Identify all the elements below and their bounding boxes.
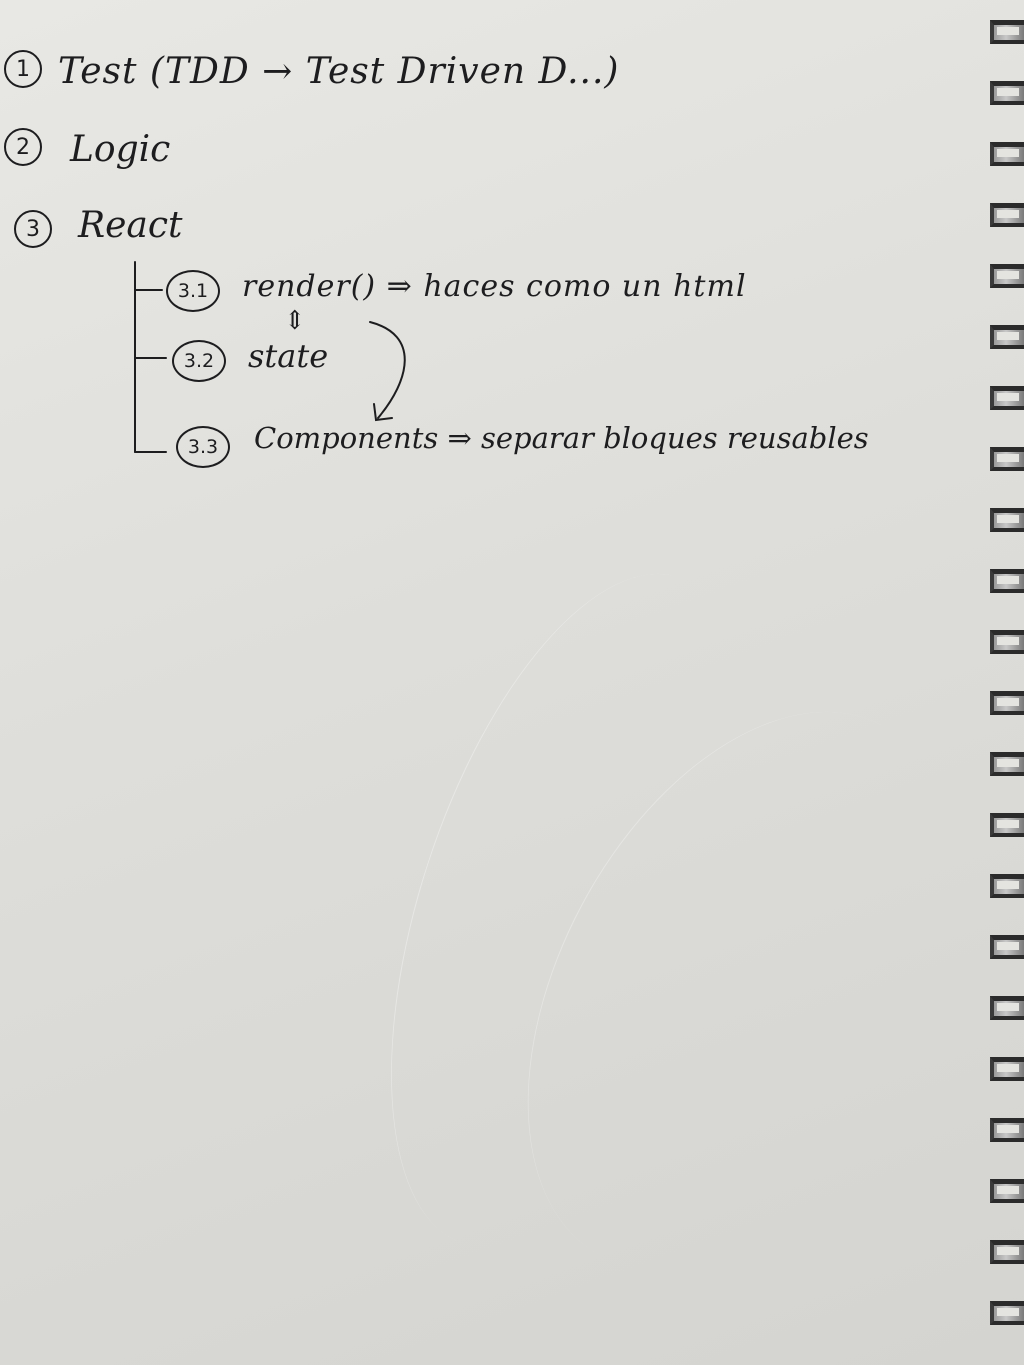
item-2-text: Logic [70, 129, 171, 170]
spiral-coil [990, 142, 1024, 166]
sub-item-3-1-text: render() ⇒ haces como un html [242, 269, 747, 304]
spiral-coil [990, 996, 1024, 1020]
spiral-coil [990, 813, 1024, 837]
item-number-3: 3 [14, 210, 52, 248]
paper-crease [440, 640, 1024, 1340]
spiral-coil [990, 1118, 1024, 1142]
spiral-coil [990, 325, 1024, 349]
spiral-coil [990, 1057, 1024, 1081]
sub-item-number-3-2: 3.2 [172, 340, 226, 382]
spiral-coil [990, 386, 1024, 410]
item-3-text: React [78, 205, 183, 246]
spiral-coil [990, 81, 1024, 105]
item-number-2: 2 [4, 128, 42, 166]
spiral-coil [990, 20, 1024, 44]
item-1-text: Test (TDD → Test Driven D...) [58, 51, 620, 92]
double-arrow-icon: ⇕ [284, 306, 306, 336]
spiral-coil [990, 1179, 1024, 1203]
spiral-coil [990, 569, 1024, 593]
spiral-coil [990, 1240, 1024, 1264]
spiral-coil [990, 630, 1024, 654]
spiral-coil [990, 203, 1024, 227]
spiral-coil [990, 935, 1024, 959]
spiral-coil [990, 691, 1024, 715]
sub-item-3-2-text: state [248, 337, 329, 375]
spiral-coil [990, 447, 1024, 471]
paper-crease [319, 530, 822, 1290]
sub-item-number-3-1: 3.1 [166, 270, 220, 312]
spiral-binding [984, 20, 1024, 1360]
sub-item-3-3-text: Components ⇒ separar bloques reusables [254, 421, 869, 455]
spiral-coil [990, 264, 1024, 288]
item-number-1: 1 [4, 50, 42, 88]
spiral-coil [990, 1301, 1024, 1325]
sub-item-number-3-3: 3.3 [176, 426, 230, 468]
spiral-coil [990, 874, 1024, 898]
spiral-coil [990, 508, 1024, 532]
spiral-coil [990, 752, 1024, 776]
